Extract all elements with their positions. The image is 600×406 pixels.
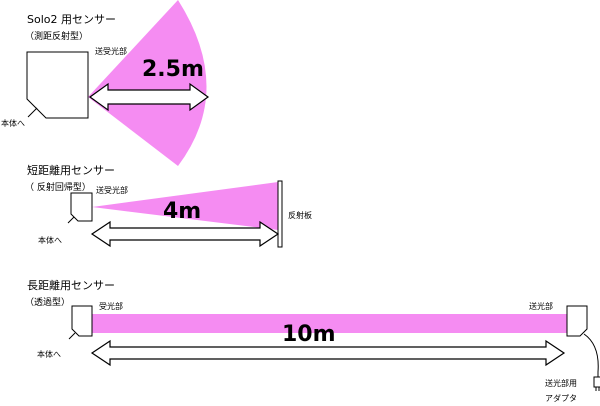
reflector-label: 反射板 [288, 211, 312, 220]
adapter-label-line1: 送光部用 [545, 379, 577, 388]
adapter-cable [583, 333, 599, 378]
long-range-emitter-label: 送光部 [529, 302, 553, 311]
long-range-title: 長距離用センサー [27, 279, 115, 292]
long-range-body-label: 本体へ [37, 350, 61, 359]
short-range-body-label: 本体へ [38, 236, 62, 245]
short-range-title: 短距離用センサー [27, 164, 115, 177]
long-range-emitter-body [566, 305, 588, 337]
long-range-distance-arrow [90, 339, 566, 367]
short-range-subtitle: （ 反射回帰型） [25, 183, 91, 193]
solo2-title: Solo2 用センサー [27, 13, 116, 26]
long-range-subtitle: （透過型） [25, 298, 71, 308]
reflector-plate [277, 180, 283, 248]
short-range-distance-label: 4m [163, 199, 202, 224]
long-range-receiver-cable [68, 332, 76, 340]
short-range-distance-arrow [90, 220, 280, 248]
short-range-sensor-body [70, 192, 93, 222]
long-range-receiver-label: 受光部 [99, 302, 123, 311]
solo2-body-label: 本体へ [1, 119, 25, 128]
solo2-beam-fan [88, 0, 207, 166]
adapter-label-line2: アダプタ [545, 394, 577, 403]
long-range-beam [92, 314, 567, 333]
long-range-distance-label: 10m [282, 322, 336, 347]
solo2-subtitle: （測距反射型） [25, 32, 89, 42]
solo2-sensor-body [26, 51, 89, 119]
short-range-emitter-label: 送受光部 [96, 186, 128, 195]
solo2-emitter-label: 送受光部 [95, 47, 127, 56]
solo2-distance-label: 2.5m [142, 57, 204, 82]
solo2-distance-arrow [88, 82, 210, 112]
adapter-plug [593, 376, 600, 388]
short-range-cable [67, 216, 75, 224]
short-range-beam [92, 182, 278, 230]
long-range-receiver-body [71, 305, 93, 337]
solo2-cable [27, 107, 38, 118]
